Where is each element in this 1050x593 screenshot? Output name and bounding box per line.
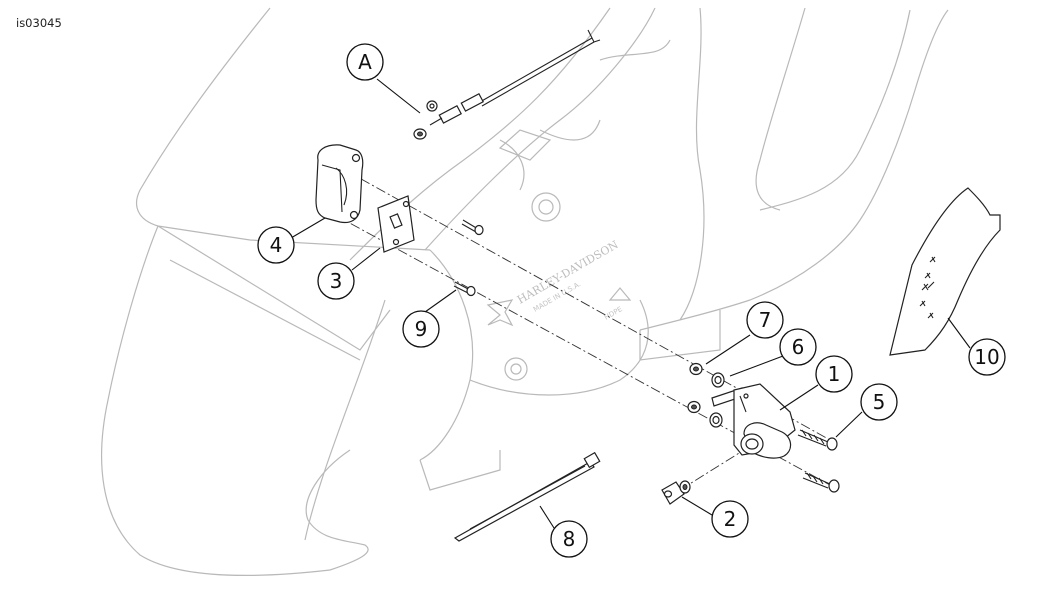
callout-6: 6: [779, 328, 817, 366]
part-5-screw-lower: [802, 472, 840, 493]
svg-text:4: 4: [270, 233, 283, 257]
part-1-lock-bracket: [711, 383, 796, 459]
svg-text:1: 1: [828, 362, 841, 386]
svg-text:6: 6: [792, 335, 805, 359]
part-9-screw-upper: [461, 219, 484, 236]
callout-a: A: [346, 43, 384, 81]
callout-10: 10: [968, 338, 1006, 376]
svg-text:7: 7: [759, 308, 772, 332]
svg-text:HARLEY-DAVIDSON: HARLEY-DAVIDSON: [515, 238, 621, 307]
svg-text:A: A: [358, 50, 372, 74]
callout-9: 9: [402, 310, 440, 348]
embossed-brand-text: HARLEY-DAVIDSON MADE IN U.S.A. HDPE: [515, 238, 624, 322]
callout-2: 2: [711, 500, 749, 538]
part-6-washer-upper: [711, 372, 725, 388]
svg-text:3: 3: [330, 269, 343, 293]
svg-text:8: 8: [563, 527, 576, 551]
svg-text:5: 5: [873, 390, 886, 414]
part-8-cable-strap: [453, 451, 601, 542]
svg-text:10: 10: [974, 345, 999, 369]
figure-id-label: is03045: [16, 16, 62, 30]
part-3-mounting-plate: [377, 195, 415, 253]
callout-7: 7: [746, 301, 784, 339]
part-a-cable-assembly: [413, 29, 601, 140]
part-10-instruction-label: [889, 187, 1001, 356]
part-5-screw-upper: [797, 429, 838, 451]
saddlebag-ghost-outline: [101, 7, 949, 576]
callout-3: 3: [317, 262, 355, 300]
svg-text:9: 9: [415, 317, 428, 341]
part-7-nut-lower: [687, 400, 701, 414]
svg-text:2: 2: [724, 507, 737, 531]
part-7-nut-upper: [689, 362, 703, 376]
callout-4: 4: [257, 226, 295, 264]
part-4-housing-cover: [315, 144, 364, 224]
part-2-key: [661, 480, 691, 505]
part-6-washer-lower: [709, 412, 723, 428]
part-9-screw-lower: [453, 281, 476, 297]
callout-8: 8: [550, 520, 588, 558]
leader-lines: [290, 78, 971, 529]
callout-1: 1: [815, 355, 853, 393]
callout-5: 5: [860, 383, 898, 421]
